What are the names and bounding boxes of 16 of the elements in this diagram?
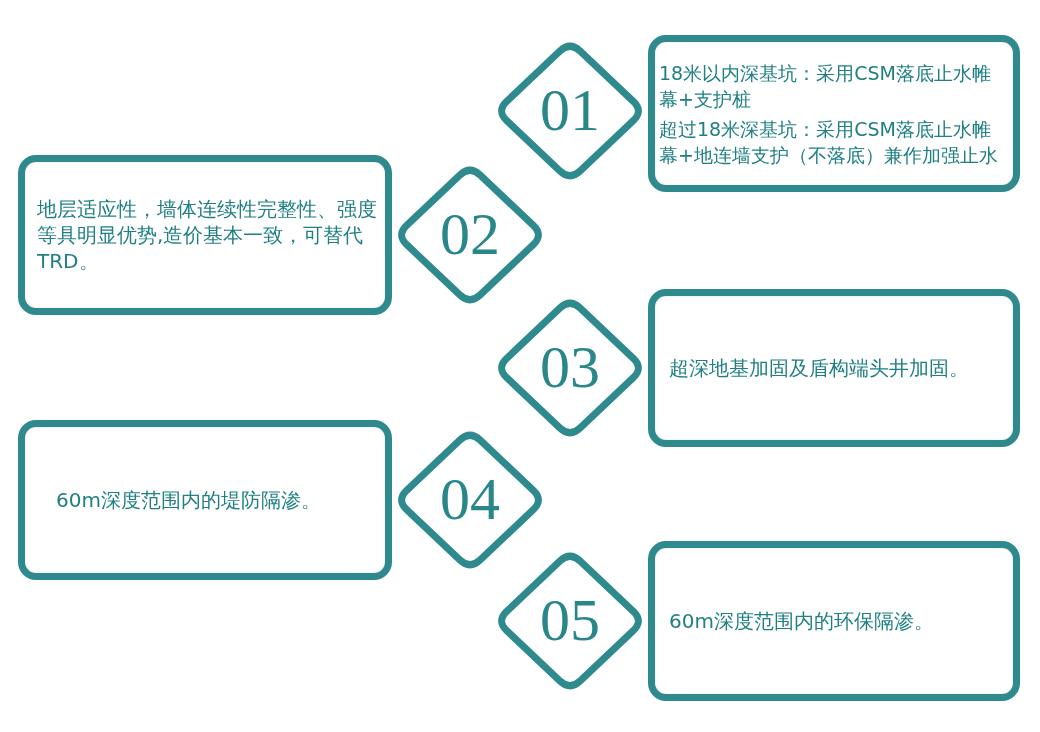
text-card [18,155,392,315]
description-text: 超深地基加固及盾构端头井加固。 [669,355,970,381]
step-number: 05 [540,589,600,650]
description-text: 60m深度范围内的堤防隔渗。 [56,487,322,513]
description-text: 18米以内深基坑：采用CSM落底止水帷幕+支护桩 [659,60,992,112]
step-number: 01 [540,79,600,140]
description-text: 60m深度范围内的环保隔渗。 [669,608,935,634]
description-text: 地层适应性，墙体连续性完整性、强度等具明显优势,造价基本一致，可替代TRD。 [37,196,378,274]
text-card [18,420,392,580]
step-number: 04 [440,468,500,529]
text-card [648,35,1020,192]
step-number: 02 [440,203,500,264]
text-card [648,289,1020,447]
step-number: 03 [540,336,600,397]
text-card [648,541,1020,701]
description-text: 超过18米深基坑：采用CSM落底止水帷幕+地连墙支护（不落底）兼作加强止水 [659,116,999,168]
